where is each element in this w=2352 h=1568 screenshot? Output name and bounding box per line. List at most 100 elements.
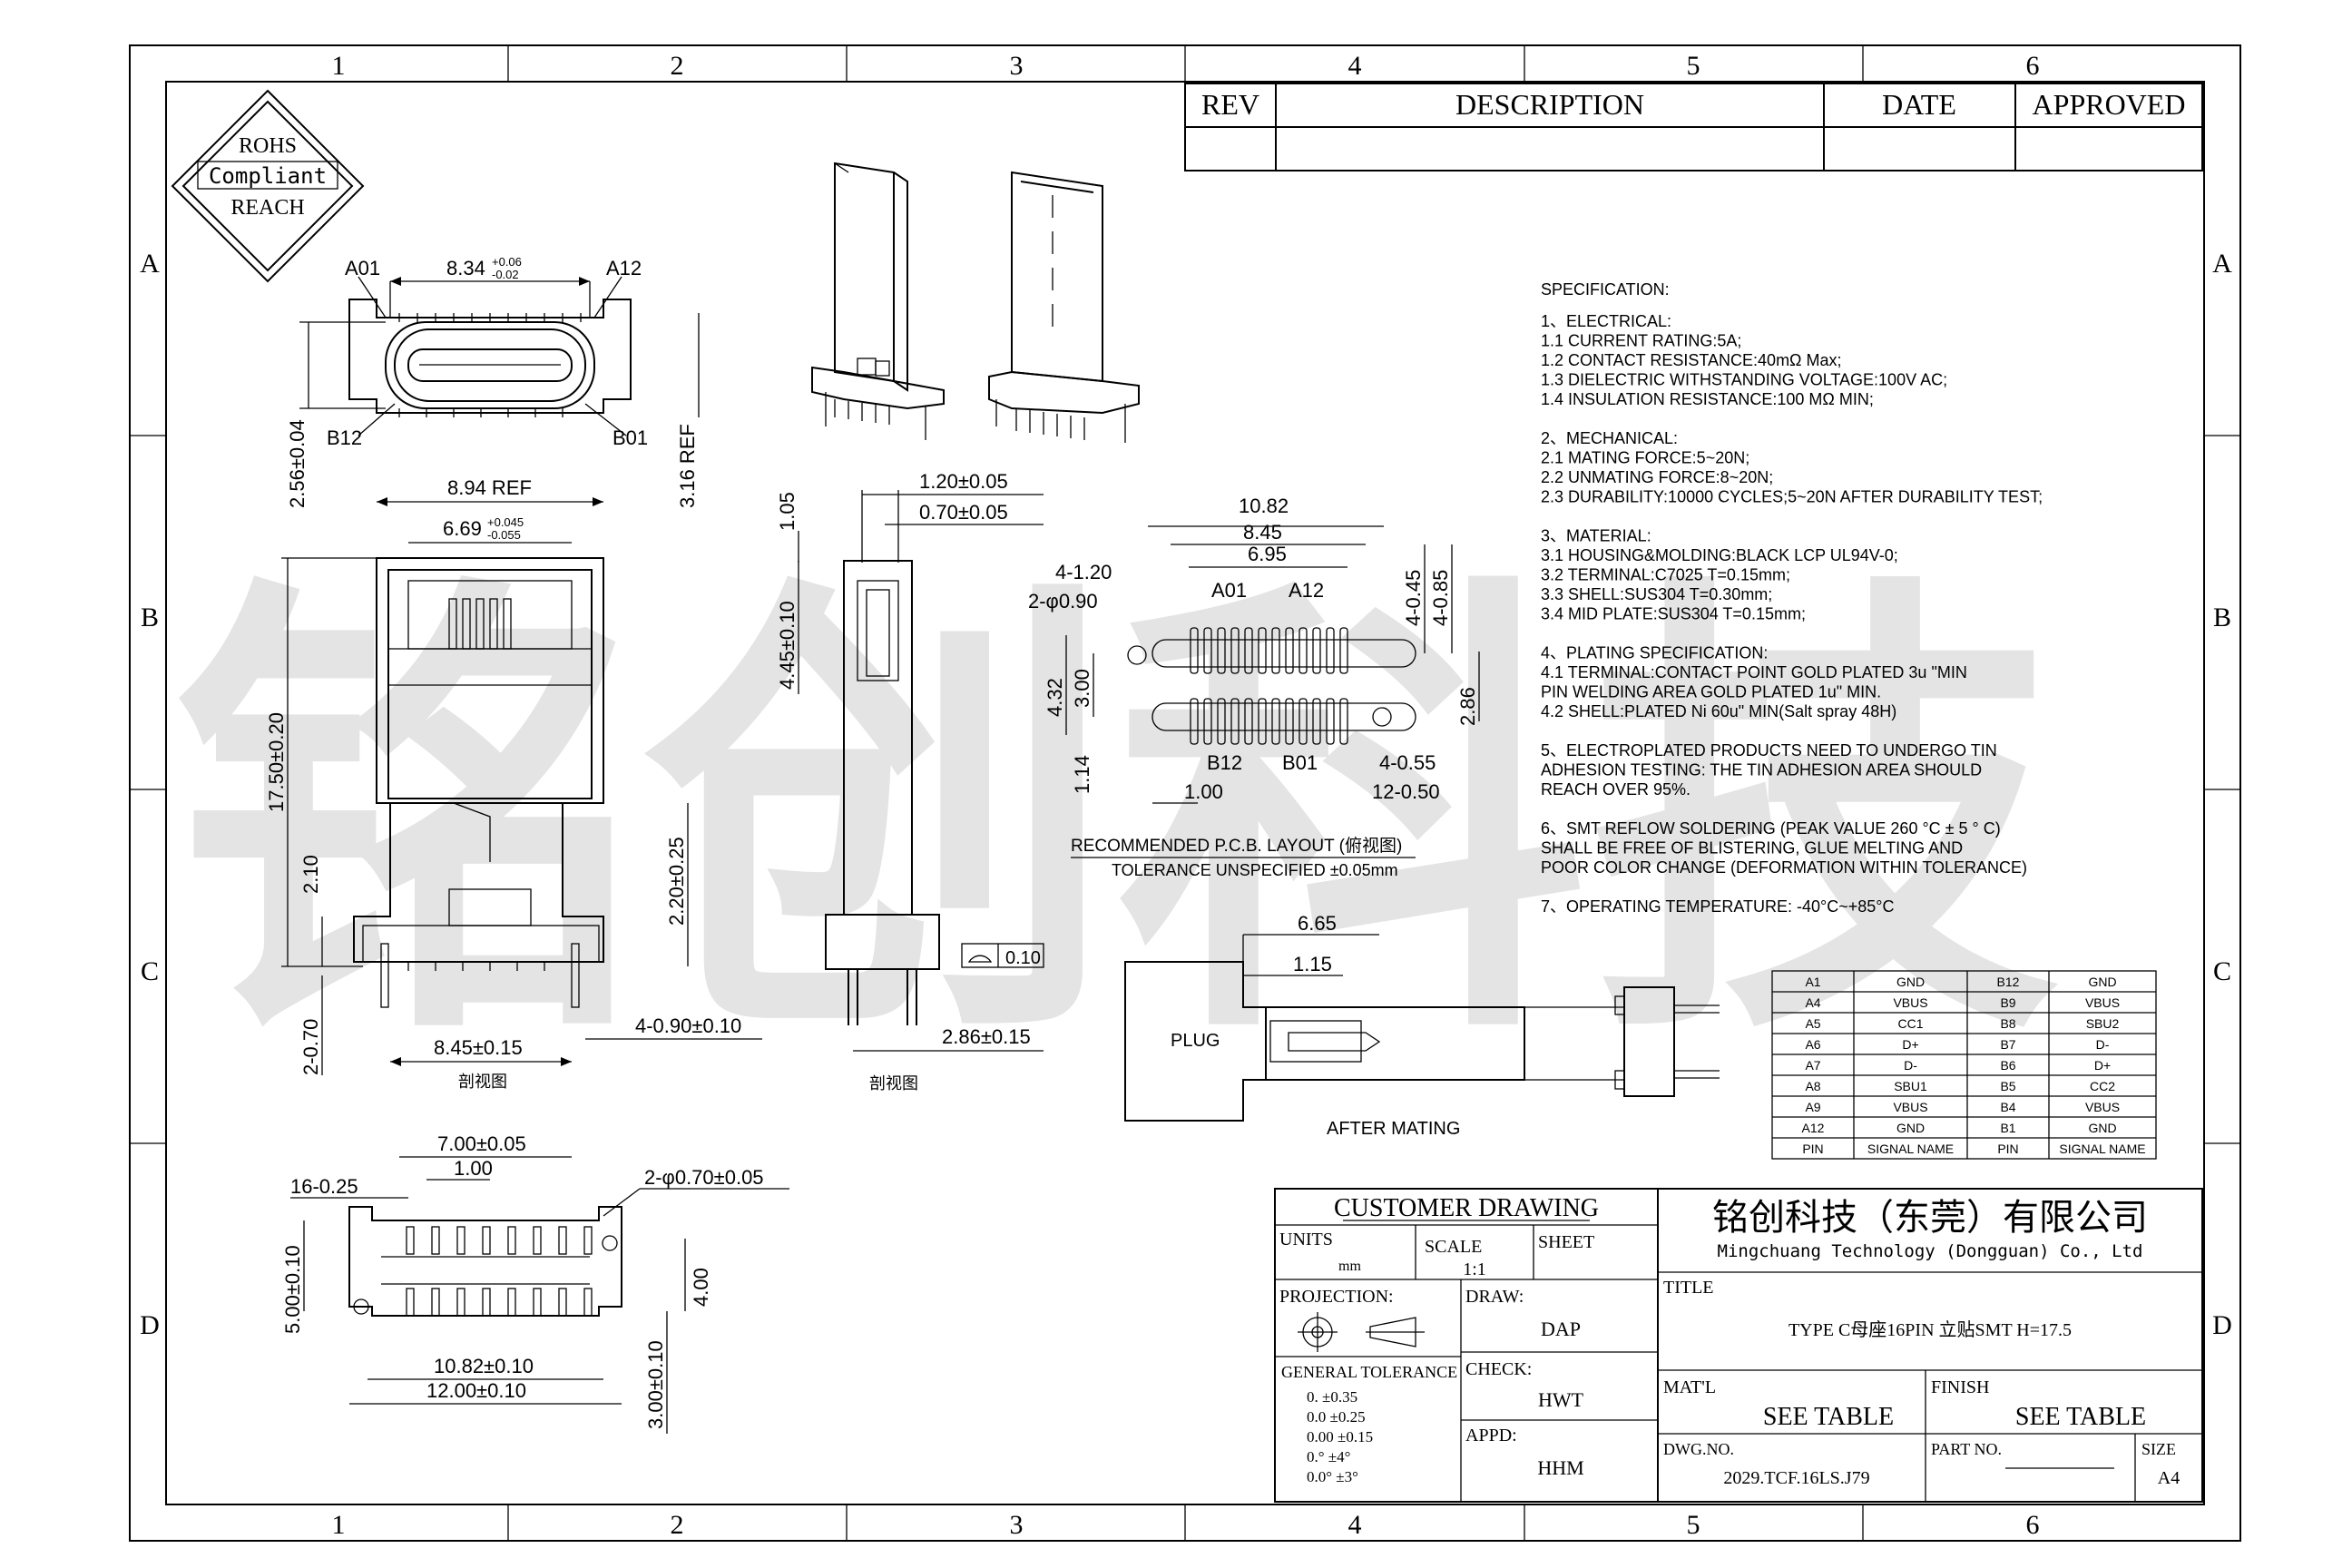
pin-table-cell: D- (1904, 1058, 1917, 1073)
dim-8-94: 8.94 REF (447, 476, 532, 499)
col-label-2-bottom: 2 (671, 1510, 684, 1540)
pin-table-cell: B9 (2000, 995, 2015, 1010)
dim-1-15: 1.15 (1293, 953, 1332, 975)
dim-1-00: 1.00 (1184, 780, 1223, 803)
dim-2-0-70-0-05: 2-φ0.70±0.05 (644, 1166, 764, 1189)
check-value: HWT (1538, 1388, 1584, 1411)
col-label-4: 4 (1348, 51, 1362, 81)
pin-table-cell: VBUS (1893, 1100, 1927, 1114)
after-mating-caption: AFTER MATING (1327, 1119, 1460, 1139)
col-label-4-bottom: 4 (1348, 1510, 1362, 1540)
pin-table-cell: B7 (2000, 1037, 2015, 1052)
dim-2-56: 2.56±0.04 (286, 419, 309, 508)
spec-line: 1.2 CONTACT RESISTANCE:40mΩ Max; (1541, 351, 1842, 369)
pcb-pad-top (1326, 627, 1335, 674)
dim-4-32: 4.32 (1044, 678, 1066, 717)
spec-line: 7、OPERATING TEMPERATURE: -40°C~+85°C (1541, 897, 1895, 916)
pcb-pad-top (1258, 627, 1267, 674)
spec-line: 4、PLATING SPECIFICATION: (1541, 644, 1768, 662)
company-name-cn: 铭创科技（东莞）有限公司 (1712, 1197, 2148, 1238)
pin-table-cell: VBUS (1893, 995, 1927, 1010)
size-value: A4 (2158, 1468, 2180, 1488)
col-label-3-bottom: 3 (1010, 1510, 1024, 1540)
pcb-pad-top (1230, 627, 1240, 674)
bottom-pin-top (431, 1226, 440, 1255)
spec-line: 3.4 MID PLATE:SUS304 T=0.15mm; (1541, 605, 1806, 623)
spec-line: 1.3 DIELECTRIC WITHSTANDING VOLTAGE:100V… (1541, 371, 1947, 389)
spec-line: ADHESION TESTING: THE TIN ADHESION AREA … (1541, 761, 1982, 779)
appd-value: HHM (1537, 1456, 1583, 1479)
dim-a12: A12 (606, 257, 642, 279)
pin-table-cell: SIGNAL NAME (2059, 1142, 2145, 1156)
dim-10-82-bottom: 10.82±0.10 (434, 1355, 534, 1377)
pcb-pad-top (1312, 627, 1321, 674)
pcb-pad-bottom (1230, 698, 1240, 745)
spec-line: 2.1 MATING FORCE:5~20N; (1541, 449, 1749, 467)
dim-b12: B12 (327, 426, 362, 449)
front-section-caption: 剖视图 (458, 1073, 507, 1091)
spec-title: SPECIFICATION: (1541, 280, 1670, 299)
isometric-view-2 (988, 171, 1140, 443)
pcb-pad-bottom (1271, 698, 1280, 745)
pcb-pad-top (1217, 627, 1226, 674)
col-label-2: 2 (671, 51, 684, 81)
dim-6-95: 6.95 (1248, 543, 1287, 565)
title-value: TYPE C母座16PIN 立贴SMT H=17.5 (1788, 1319, 2072, 1340)
tolerance-line: 0. ±0.35 (1307, 1388, 1357, 1406)
bottom-pin-bottom (507, 1288, 516, 1317)
pcb-pad-bottom (1203, 698, 1212, 745)
side-section-view: 1.20±0.05 0.70±0.05 1.05 4.45±0.10 2.86±… (776, 470, 1044, 1093)
pin-table-cell: D+ (2094, 1058, 2111, 1073)
dim-12-00: 12.00±0.10 (426, 1379, 526, 1402)
date-header: DATE (1882, 88, 1956, 121)
bottom-pin-top (482, 1226, 491, 1255)
pin-table-cell: A12 (1802, 1121, 1825, 1135)
spec-line: 3.3 SHELL:SUS304 T=0.30mm; (1541, 585, 1772, 603)
dim-4-0-90: 4-0.90±0.10 (635, 1014, 741, 1037)
pin-table-cell: SBU1 (1894, 1079, 1927, 1093)
pin-table-cell: B1 (2000, 1121, 2015, 1135)
isometric-view-1 (811, 162, 945, 440)
after-mating-view: 6.65 1.15 PLUG AFTER MATING (1124, 912, 1720, 1139)
pcb-b01: B01 (1282, 751, 1318, 774)
spec-line: 3、MATERIAL: (1541, 527, 1651, 545)
pcb-pad-bottom (1312, 698, 1321, 745)
col-label-5-bottom: 5 (1687, 1510, 1700, 1540)
spec-line: 3.1 HOUSING&MOLDING:BLACK LCP UL94V-0; (1541, 546, 1898, 564)
pin-table-cell: PIN (1997, 1142, 2018, 1156)
dim-2-0-90: 2-φ0.90 (1028, 590, 1098, 612)
row-label-c: C (141, 956, 159, 986)
dim-1-20: 1.20±0.05 (919, 470, 1008, 493)
title-block: CUSTOMER DRAWING 铭创科技（东莞）有限公司 Mingchuang… (1274, 1188, 2203, 1503)
dim-16-0-25: 16-0.25 (290, 1175, 358, 1198)
dim-7-00: 7.00±0.05 (437, 1132, 526, 1155)
dim-6-69: 6.69 (443, 517, 482, 540)
title-label: TITLE (1663, 1278, 1714, 1298)
reach-text: REACH (230, 196, 304, 220)
pin-table-cell: B5 (2000, 1079, 2015, 1093)
size-label: SIZE (2141, 1440, 2176, 1458)
dim-2-10: 2.10 (299, 855, 322, 894)
rohs-logo: ROHS Compliant REACH (171, 89, 365, 283)
column-ticks (130, 45, 2240, 1541)
pcb-pad-top (1339, 627, 1348, 674)
col-label-6: 6 (2026, 51, 2040, 81)
revision-block: REV DESCRIPTION DATE APPROVED (1184, 83, 2203, 172)
pin-table-cell: A6 (1805, 1037, 1820, 1052)
pcb-a12: A12 (1289, 579, 1324, 602)
bottom-pin-top (406, 1226, 415, 1255)
bottom-pin-top (533, 1226, 542, 1255)
bottom-pin-bottom (583, 1288, 593, 1317)
dim-1-14: 1.14 (1071, 755, 1093, 794)
pin-table-cell: SBU2 (2086, 1016, 2120, 1031)
pin-table-cell: PIN (1802, 1142, 1823, 1156)
row-label-c-right: C (2213, 956, 2231, 986)
pin-table-cell: CC1 (1897, 1016, 1923, 1031)
pcb-pad-bottom (1244, 698, 1253, 745)
description-header: DESCRIPTION (1455, 88, 1644, 121)
dim-2-86: 2.86±0.15 (942, 1025, 1031, 1048)
pin-table-cell: B4 (2000, 1100, 2015, 1114)
row-label-d: D (140, 1310, 160, 1340)
pin-table-cell: A1 (1805, 975, 1820, 989)
